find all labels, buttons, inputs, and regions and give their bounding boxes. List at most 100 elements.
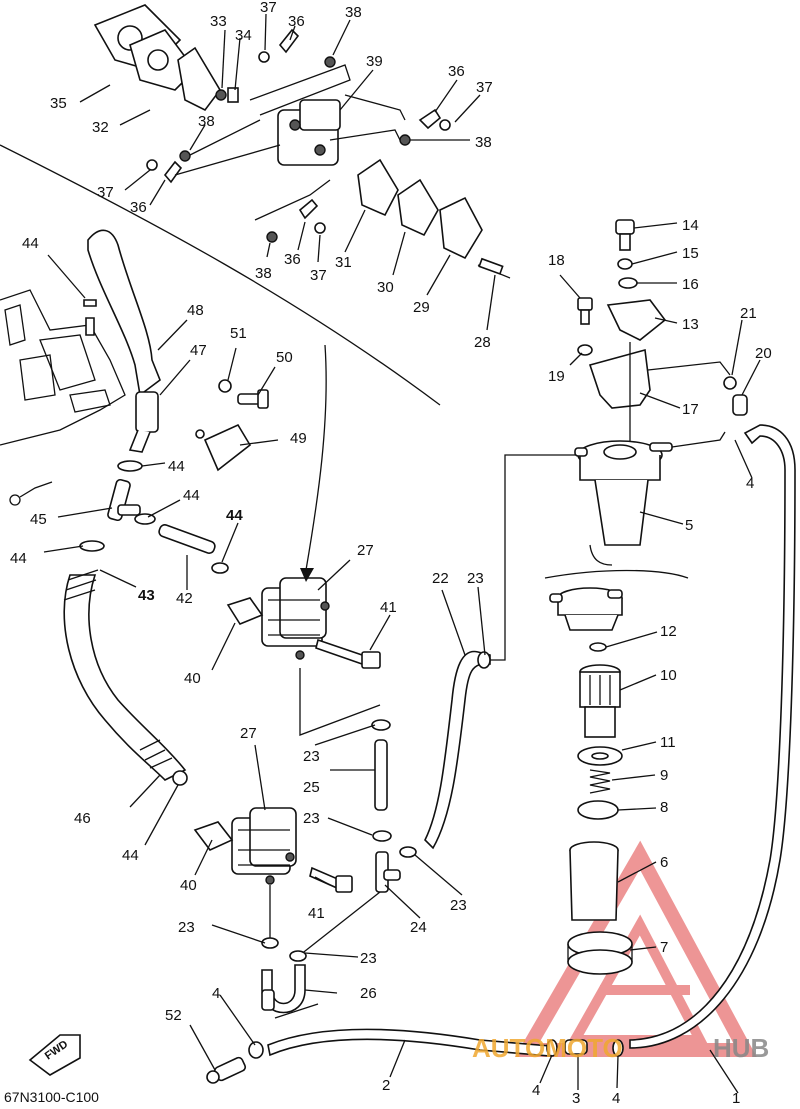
callout-41: 41 <box>380 599 397 616</box>
fuel-pump-27-lower <box>193 807 297 885</box>
hose-46 <box>63 569 187 781</box>
callout-26: 26 <box>360 985 377 1002</box>
callout-10: 10 <box>660 667 677 684</box>
callout-4: 4 <box>612 1090 620 1107</box>
cover-29 <box>439 196 483 260</box>
o-ring-12 <box>589 642 607 652</box>
engine-block-outline <box>0 289 126 506</box>
callout-38: 38 <box>475 134 492 151</box>
filter-cup-6 <box>569 841 619 921</box>
callout-9: 9 <box>660 767 668 784</box>
callout-23: 23 <box>178 919 195 936</box>
gasket-30 <box>397 178 439 237</box>
callout-22: 22 <box>432 570 449 587</box>
watermark-logo <box>514 840 757 1057</box>
callout-13: 13 <box>682 316 699 333</box>
callout-23: 23 <box>303 748 320 765</box>
callout-38: 38 <box>345 4 362 21</box>
callout-3: 3 <box>572 1090 580 1107</box>
callout-16: 16 <box>682 276 699 293</box>
callout-45: 45 <box>30 511 47 528</box>
callout-37: 37 <box>97 184 114 201</box>
callout-6: 6 <box>660 854 668 871</box>
connector-52 <box>206 1056 247 1084</box>
callout-42: 42 <box>176 590 193 607</box>
callout-2: 2 <box>382 1077 390 1094</box>
section-divider-line <box>0 144 441 406</box>
callout-35: 35 <box>50 95 67 112</box>
callout-38: 38 <box>198 113 215 130</box>
bracket-49 <box>195 423 252 472</box>
callout-4: 4 <box>212 985 220 1002</box>
filter-cap <box>549 587 623 631</box>
callout-40: 40 <box>184 670 201 687</box>
callout-30: 30 <box>377 279 394 296</box>
bracket-13 <box>606 299 667 341</box>
callout-18: 18 <box>548 252 565 269</box>
callout-21: 21 <box>740 305 757 322</box>
callout-44: 44 <box>226 507 243 524</box>
callout-39: 39 <box>366 53 383 70</box>
callout-28: 28 <box>474 334 491 351</box>
callout-1: 1 <box>732 1090 740 1107</box>
callout-36: 36 <box>448 63 465 80</box>
bracket-17 <box>588 348 651 409</box>
callout-20: 20 <box>755 345 772 362</box>
callout-44: 44 <box>10 550 27 567</box>
o-ring-8 <box>577 800 619 820</box>
bolt-14 <box>615 219 635 251</box>
callout-51: 51 <box>230 325 247 342</box>
bolt-41-lower <box>309 866 353 893</box>
callout-36: 36 <box>130 199 147 216</box>
callout-44: 44 <box>183 487 200 504</box>
callout-4: 4 <box>746 475 754 492</box>
cover-31 <box>357 158 399 217</box>
gasket-32 <box>129 29 197 91</box>
callout-4: 4 <box>532 1082 540 1099</box>
callout-46: 46 <box>74 810 91 827</box>
small-hardware-top <box>146 28 451 243</box>
callout-8: 8 <box>660 799 668 816</box>
callout-44: 44 <box>168 458 185 475</box>
diaphragm-plate <box>177 46 221 112</box>
callout-44: 44 <box>22 235 39 252</box>
callout-48: 48 <box>187 302 204 319</box>
callout-37: 37 <box>260 0 277 16</box>
fuel-pump-27-upper <box>226 577 330 660</box>
pump-body-39 <box>277 99 341 166</box>
callout-36: 36 <box>288 13 305 30</box>
callout-19: 19 <box>548 368 565 385</box>
fuel-filter-5 <box>574 440 673 566</box>
callout-38: 38 <box>255 265 272 282</box>
hose-48 <box>87 229 161 453</box>
callout-43: 43 <box>138 587 155 604</box>
callout-5: 5 <box>685 517 693 534</box>
callout-37: 37 <box>476 79 493 96</box>
diagram-code: 67N3100-C100 <box>4 1089 99 1105</box>
watermark-text-a: AUTOMOTO <box>472 1033 623 1063</box>
callout-24: 24 <box>410 919 427 936</box>
callout-14: 14 <box>682 217 699 234</box>
spring-9 <box>589 769 611 794</box>
callout-44: 44 <box>122 847 139 864</box>
bolt-41-upper <box>315 638 381 669</box>
callout-50: 50 <box>276 349 293 366</box>
callout-52: 52 <box>165 1007 182 1024</box>
callout-23: 23 <box>450 897 467 914</box>
callout-32: 32 <box>92 119 109 136</box>
callout-47: 47 <box>190 342 207 359</box>
callout-34: 34 <box>235 27 252 44</box>
tee-joint-45 <box>107 478 141 522</box>
callout-labels: 35 32 33 34 37 36 38 39 38 37 36 36 37 3… <box>10 0 772 1107</box>
callout-23: 23 <box>467 570 484 587</box>
callout-11: 11 <box>660 734 676 751</box>
nut-7 <box>567 931 633 975</box>
callout-17: 17 <box>682 401 699 418</box>
callout-25: 25 <box>303 779 320 796</box>
element-10 <box>579 664 621 738</box>
watermark-text: AUTOMOTO HUB <box>472 1033 769 1063</box>
callout-49: 49 <box>290 430 307 447</box>
fwd-arrow: FWD <box>28 1034 81 1076</box>
callout-41: 41 <box>308 905 325 922</box>
